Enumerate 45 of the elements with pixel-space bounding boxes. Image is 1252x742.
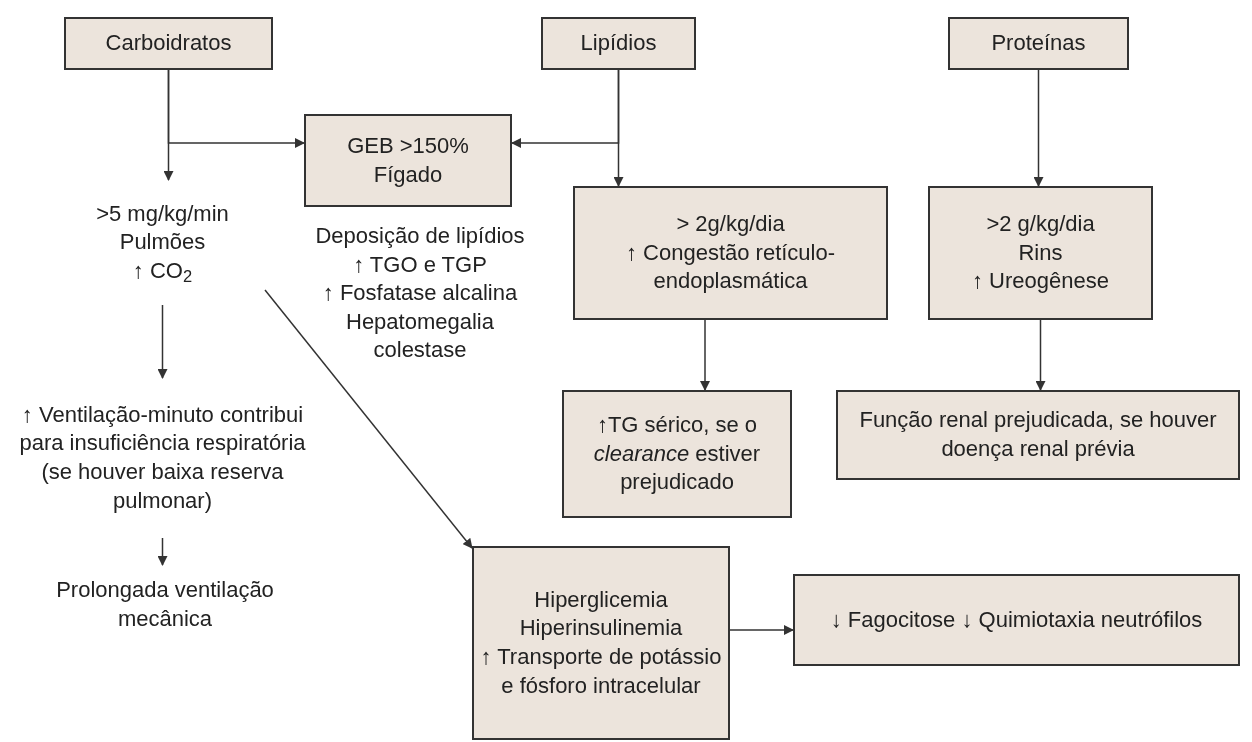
note-text: ↑ TGO e TGP [353, 250, 487, 279]
node-text: Hiperinsulinemia [519, 614, 683, 643]
node-text: Rins [1018, 238, 1063, 267]
process-box [836, 390, 1240, 480]
node-text: Pulmões [119, 228, 206, 257]
node-text: >5 mg/kg/min [96, 199, 229, 228]
note-text: ↑ Fosfatase alcalina [322, 279, 518, 308]
process-box [472, 546, 730, 740]
note-text: Deposição de lipídios [315, 222, 525, 250]
arrow [163, 69, 174, 181]
process-box [541, 17, 696, 70]
process-box [928, 186, 1153, 320]
arrow [157, 537, 168, 566]
arrow [613, 69, 624, 187]
arrow [157, 304, 168, 379]
node-text: Hiperglicemia [534, 585, 668, 614]
node-text: ↑ CO$_{2}$ [132, 256, 193, 286]
arrow [700, 319, 710, 391]
node-text: > 2g/kg/dia [676, 210, 785, 239]
node-text: Carboidratos [105, 29, 232, 58]
node-text: ↓ Fagocitose ↓ Quimiotaxia neutrófilos [830, 605, 1203, 634]
process-box [304, 114, 512, 207]
process-box [948, 17, 1129, 70]
node-text: ↑ Ureogênese [972, 267, 1109, 296]
arrow [1035, 319, 1046, 391]
node-text: Lipídios [580, 29, 657, 58]
node-text: ↑ Ventilação-minuto contribui para insuficiência respiratória (se houver baixa reserva pulmonar) [18, 400, 307, 515]
node-text: Fígado [373, 160, 443, 189]
process-box [64, 17, 273, 70]
note-text: Hepatomegalia [346, 307, 494, 336]
node-text: Prolongada ventilação mecânica [55, 576, 275, 633]
arrow [729, 625, 794, 635]
process-box [793, 574, 1240, 666]
arrow [1033, 69, 1044, 187]
node-text: ↑ Congestão retículo-endoplasmática [624, 238, 837, 296]
node-text: ↑TG sérico, se o clearance estiver prejudicado [592, 411, 762, 497]
node-text: >2 g/kg/dia [986, 210, 1095, 239]
node-text: Função renal prejudicada, se houver doença renal prévia [858, 406, 1218, 463]
process-box [562, 390, 792, 518]
node-text: ↑ Transporte de potássio e fósforo intracelular [479, 643, 723, 700]
arrow [264, 289, 473, 549]
process-box [573, 186, 888, 320]
node-text: GEB >150% [347, 131, 469, 160]
note-text: colestase [373, 336, 467, 365]
node-text: Proteínas [991, 29, 1086, 58]
